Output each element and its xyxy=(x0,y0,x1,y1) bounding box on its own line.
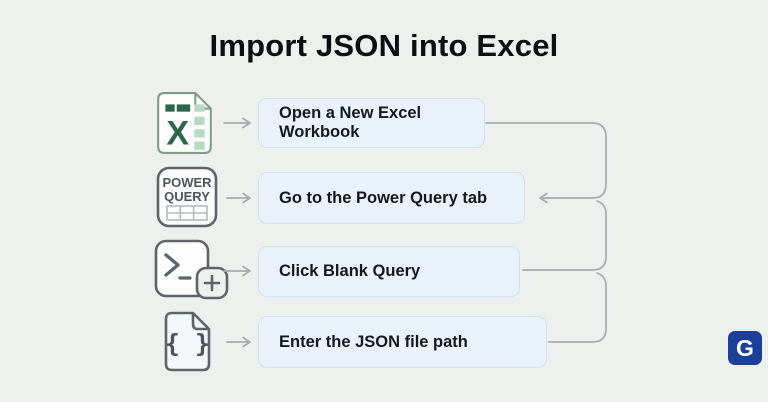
power-query-icon: POWER QUERY xyxy=(156,166,218,228)
json-file-icon: { } xyxy=(164,311,211,372)
arrow-icon-to-box-4 xyxy=(226,336,251,348)
step-label: Click Blank Query xyxy=(279,262,421,280)
power-query-text-line1: POWER xyxy=(162,175,212,190)
step-box-json-path: Enter the JSON file path xyxy=(258,316,547,368)
step-box-blank-query: Click Blank Query xyxy=(258,246,520,297)
json-braces-text: { } xyxy=(165,329,210,358)
step-label: Go to the Power Query tab xyxy=(279,188,488,207)
power-query-text-line2: QUERY xyxy=(164,189,210,204)
brand-logo-letter: G xyxy=(736,334,754,361)
power-query-grid xyxy=(166,205,208,221)
step-box-open-workbook: Open a New Excel Workbook xyxy=(258,98,485,148)
connector-rail-to-box4 xyxy=(548,272,607,343)
excel-file-icon: X xyxy=(157,92,212,154)
step-box-power-query-tab: Go to the Power Query tab xyxy=(258,172,525,224)
connector-rail-to-box3 xyxy=(522,200,607,271)
brand-logo: G xyxy=(728,331,762,365)
page-title: Import JSON into Excel xyxy=(209,28,559,63)
arrow-icon-to-box-1 xyxy=(223,117,251,129)
step-label: Enter the JSON file path xyxy=(279,332,468,351)
excel-x-letter: X xyxy=(166,115,189,153)
step-label: Open a New Excel Workbook xyxy=(279,104,422,141)
arrow-icon-to-box-2 xyxy=(226,192,251,204)
blank-query-terminal-icon xyxy=(154,239,229,300)
